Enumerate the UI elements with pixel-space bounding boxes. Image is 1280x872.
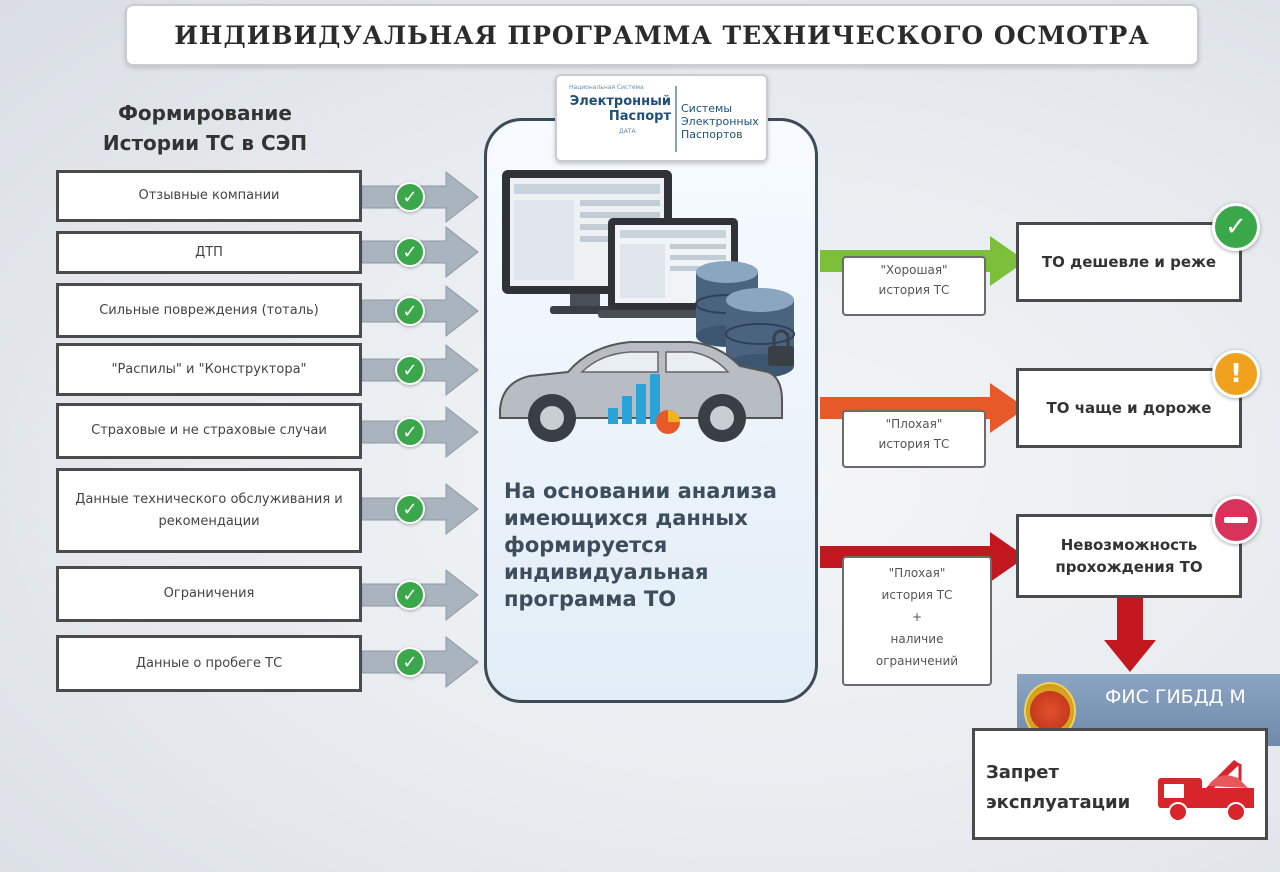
outcome-text: ТО чаще и дороже xyxy=(1046,399,1212,417)
source-label: Ограничения xyxy=(163,586,255,601)
label-line: "Плохая" xyxy=(885,417,943,431)
check-icon: ✓ xyxy=(1212,203,1260,251)
outcome-text: прохождения ТО xyxy=(1055,558,1203,576)
logo-separator xyxy=(675,86,677,152)
ban-line: Запрет xyxy=(986,762,1059,783)
outcome-text: ТО дешевле и реже xyxy=(1041,253,1217,271)
page-title: ИНДИВИДУАЛЬНАЯ ПРОГРАММА ТЕХНИЧЕСКОГО ОС… xyxy=(125,4,1199,66)
check-icon: ✓ xyxy=(395,296,425,326)
car-icon xyxy=(499,341,783,442)
source-box-recall: Отзывные компании xyxy=(56,170,362,222)
label-line: наличие xyxy=(890,632,944,646)
source-box-accident: ДТП xyxy=(56,231,362,274)
tow-truck-icon xyxy=(1158,760,1254,822)
source-label: Данные технического обслуживания и реком… xyxy=(75,491,343,529)
source-label: "Распилы" и "Конструктора" xyxy=(111,361,307,377)
source-label: ДТП xyxy=(195,244,223,260)
ban-line: эксплуатации xyxy=(986,792,1131,813)
label-line: "Плохая" xyxy=(888,566,946,580)
label-line: история ТС xyxy=(878,283,950,297)
outcome-cheaper: ТО дешевле и реже xyxy=(1016,222,1242,302)
operation-ban-box xyxy=(972,728,1268,840)
label-line: история ТС xyxy=(881,588,953,602)
bad-history-restrictions-label: "Плохая" история ТС + наличие ограничени… xyxy=(842,556,992,686)
logo-right-line: Электронных xyxy=(681,115,759,128)
check-icon: ✓ xyxy=(395,494,425,524)
outcome-frequent: ТО чаще и дороже xyxy=(1016,368,1242,448)
lock-icon xyxy=(768,329,794,366)
label-line: история ТС xyxy=(878,437,950,451)
operation-ban-text: Запрет эксплуатации xyxy=(986,758,1130,818)
source-label: Страховые и не страховые случаи xyxy=(91,423,327,438)
bad-arrow xyxy=(820,383,1026,433)
source-box-mileage: Данные о пробеге ТС xyxy=(56,635,362,692)
label-line: + xyxy=(911,610,923,624)
logo-right-text: Системы Электронных Паспортов xyxy=(681,102,767,141)
check-icon: ✓ xyxy=(395,417,425,447)
label-line: ограничений xyxy=(875,654,959,668)
good-history-label: "Хорошая" история ТС xyxy=(842,256,986,316)
bad-history-label: "Плохая" история ТС xyxy=(842,410,986,468)
source-box-maintenance: Данные технического обслуживания и реком… xyxy=(56,468,362,553)
logo-left-line: Электронный xyxy=(569,94,671,109)
down-arrow xyxy=(1104,596,1156,672)
source-box-cuts: "Распилы" и "Конструктора" xyxy=(56,343,362,396)
outcome-impossible: Невозможность прохождения ТО xyxy=(1016,514,1242,598)
logo-left-text: Электронный Паспорт xyxy=(565,94,671,124)
center-illustration xyxy=(499,170,795,442)
source-label: Сильные повреждения (тоталь) xyxy=(99,302,319,318)
check-icon: ✓ xyxy=(395,580,425,610)
left-heading: Формирование Истории ТС в СЭП xyxy=(70,98,340,158)
label-line: "Хорошая" xyxy=(880,263,948,277)
source-label: Данные о пробеге ТС xyxy=(135,655,283,671)
check-icon: ✓ xyxy=(395,182,425,212)
esp-logo: Национальная Система Электронный Паспорт… xyxy=(555,74,768,162)
left-heading-line-1: Формирование xyxy=(118,101,292,125)
check-icon: ✓ xyxy=(395,355,425,385)
center-description: На основании анализа имеющихся данных фо… xyxy=(504,479,777,611)
source-box-restrictions: Ограничения xyxy=(56,566,362,622)
logo-sub-text: ДАТА xyxy=(619,128,636,135)
logo-right-line: Системы xyxy=(681,102,733,115)
minus-icon xyxy=(1212,496,1260,544)
logo-right-line: Паспортов xyxy=(681,128,743,141)
logo-tiny-text: Национальная Система xyxy=(569,84,644,91)
outcome-text: Невозможность xyxy=(1060,536,1198,554)
source-box-total-damage: Сильные повреждения (тоталь) xyxy=(56,283,362,338)
left-heading-line-2: Истории ТС в СЭП xyxy=(102,131,308,155)
fis-gibdd-text: ФИС ГИБДД М xyxy=(1105,686,1246,708)
exclamation-icon: ! xyxy=(1212,350,1260,398)
check-icon: ✓ xyxy=(395,237,425,267)
check-icon: ✓ xyxy=(395,647,425,677)
source-box-insurance: Страховые и не страховые случаи xyxy=(56,403,362,459)
logo-left-line: Паспорт xyxy=(608,109,671,124)
source-label: Отзывные компании xyxy=(138,188,280,203)
